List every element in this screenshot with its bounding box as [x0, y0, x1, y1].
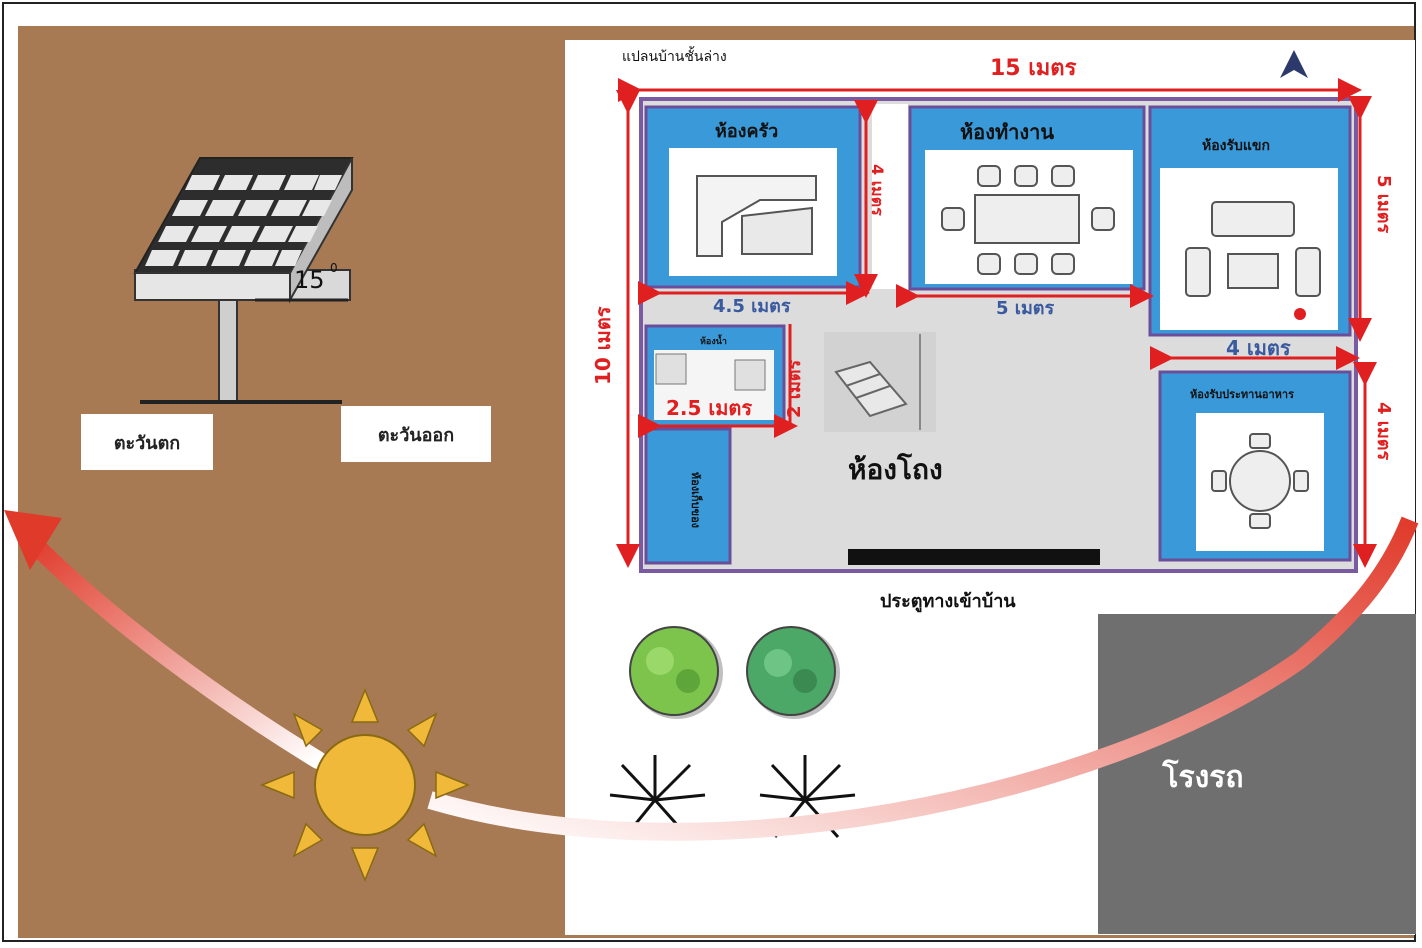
room-guest-label: ห้องรับแขก [1202, 138, 1270, 154]
room-bath-label: ห้องน้ำ [700, 334, 727, 347]
room-kitchen-label: ห้องครัว [715, 121, 778, 142]
room-work-label: ห้องทำงาน [960, 120, 1054, 144]
room-hall-label: ห้องโถง [848, 453, 943, 486]
room-work [908, 105, 1146, 291]
angle-label: 15 [294, 266, 325, 294]
dim-guest-width-label: 4 เมตร [1226, 336, 1291, 360]
dim-top-label: 15 เมตร [990, 56, 1077, 81]
dim-bath-width-label: 2.5 เมตร [666, 396, 752, 420]
dim-work-width-label: 5 เมตร [996, 298, 1054, 319]
garage-label: โรงรถ [1162, 760, 1244, 795]
dim-right-lower-label: 4 เมตร [1373, 402, 1394, 460]
room-storage [644, 427, 732, 565]
plan-title: แปลนบ้านชั้นล่าง [622, 49, 727, 65]
shrub-icon [746, 626, 840, 719]
room-storage-label: ห้องเก็บของ [689, 472, 703, 528]
room-dining [1158, 370, 1352, 562]
east-label: ตะวันออก [341, 406, 491, 462]
dim-kitchen-width-label: 4.5 เมตร [713, 296, 791, 317]
entrance-door [848, 549, 1100, 565]
room-guest [1148, 105, 1352, 337]
north-arrow-icon [1280, 50, 1308, 78]
dim-left-label: 10 เมตร [591, 306, 615, 385]
solar-panel-diagram: 15 0 [133, 157, 354, 404]
room-dining-label: ห้องรับประทานอาหาร [1190, 388, 1294, 401]
angle-superscript: 0 [330, 261, 338, 275]
dim-right-upper-label: 5 เมตร [1373, 175, 1394, 233]
west-arrow-icon [4, 510, 62, 570]
stairs [824, 332, 936, 432]
entrance-label: ประตูทางเข้าบ้าน [880, 591, 1016, 612]
dim-bath-height-label: 2 เมตร [784, 360, 805, 418]
room-kitchen [644, 105, 862, 289]
garage [1098, 614, 1416, 934]
west-label: ตะวันตก [81, 414, 213, 470]
shrub-icon [629, 626, 723, 719]
room-bathroom [644, 324, 786, 428]
floor-plan: 15 เมตร 10 เมตร 5 เมตร 4 เมตร 4 เมตร 4.5… [591, 50, 1394, 573]
dim-kitchen-height-label: 4 เมตร [868, 164, 887, 216]
trees [609, 626, 856, 838]
sun-icon [260, 688, 470, 882]
